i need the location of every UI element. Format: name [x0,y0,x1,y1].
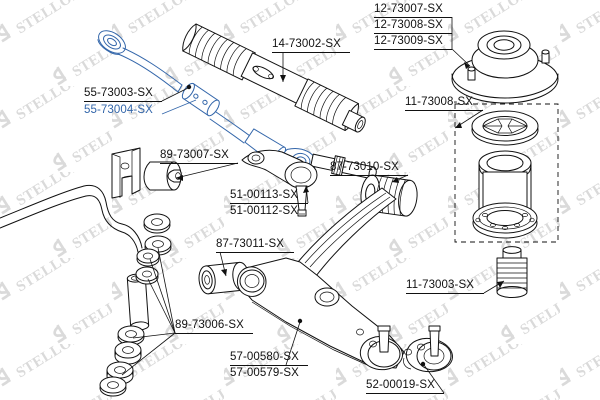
part-label-55-73004-sx: 55-73004-SX [84,104,153,116]
part-label-89-73006-sx: 89-73006-SX [175,319,244,331]
part-bump-stop [496,246,528,298]
part-label-87-73011-sx: 87-73011-SX [216,238,285,250]
label-underline [230,203,308,204]
part-strut-bearing-group [454,103,559,243]
part-label-51-00112-sx: 51-00112-SX [230,205,299,217]
part-label-89-73007-sx: 89-73007-SX [160,149,229,161]
part-label-12-73007-sx: 12-73007-SX [374,3,443,15]
label-underline [374,17,452,18]
part-label-52-00019-sx: 52-00019-SX [366,379,435,391]
part-bushing-washer-stack [99,213,172,397]
part-strut-mount [451,30,559,104]
label-underline [272,52,350,53]
label-underline [84,101,162,102]
part-label-12-73008-sx: 12-73008-SX [374,19,443,31]
part-tie-rod-end [241,149,318,217]
label-underline [330,175,408,176]
part-label-11-73008-sx: 11-73008-SX [405,96,474,108]
label-underline [230,365,308,366]
part-label-51-00113-sx: 51-00113-SX [230,189,299,201]
part-stabilizer-bar [0,147,182,253]
part-steering-rack [182,23,366,133]
label-underline [374,49,452,50]
label-underline [406,293,484,294]
label-underline [405,110,483,111]
part-label-57-00580-sx: 57-00580-SX [230,351,299,363]
part-label-57-00579-sx: 57-00579-SX [230,367,299,379]
part-control-arm-bushing-rear [360,174,418,217]
part-label-12-73009-sx: 12-73009-SX [374,35,443,47]
label-underline [216,252,294,253]
label-underline [366,393,444,394]
part-lower-control-arm [237,187,405,371]
part-label-14-73002-sx: 14-73002-SX [272,38,341,50]
label-underline [374,33,452,34]
part-ball-joint [403,325,453,373]
leader-lines [121,17,505,394]
label-underline [160,163,238,164]
part-label-11-73003-sx: 11-73003-SX [406,279,475,291]
label-underline [175,333,253,334]
part-label-55-73003-sx: 55-73003-SX [84,87,153,99]
part-rack-end-shaft [310,153,377,180]
part-label-87-73010-sx: 87-73010-SX [330,161,399,173]
